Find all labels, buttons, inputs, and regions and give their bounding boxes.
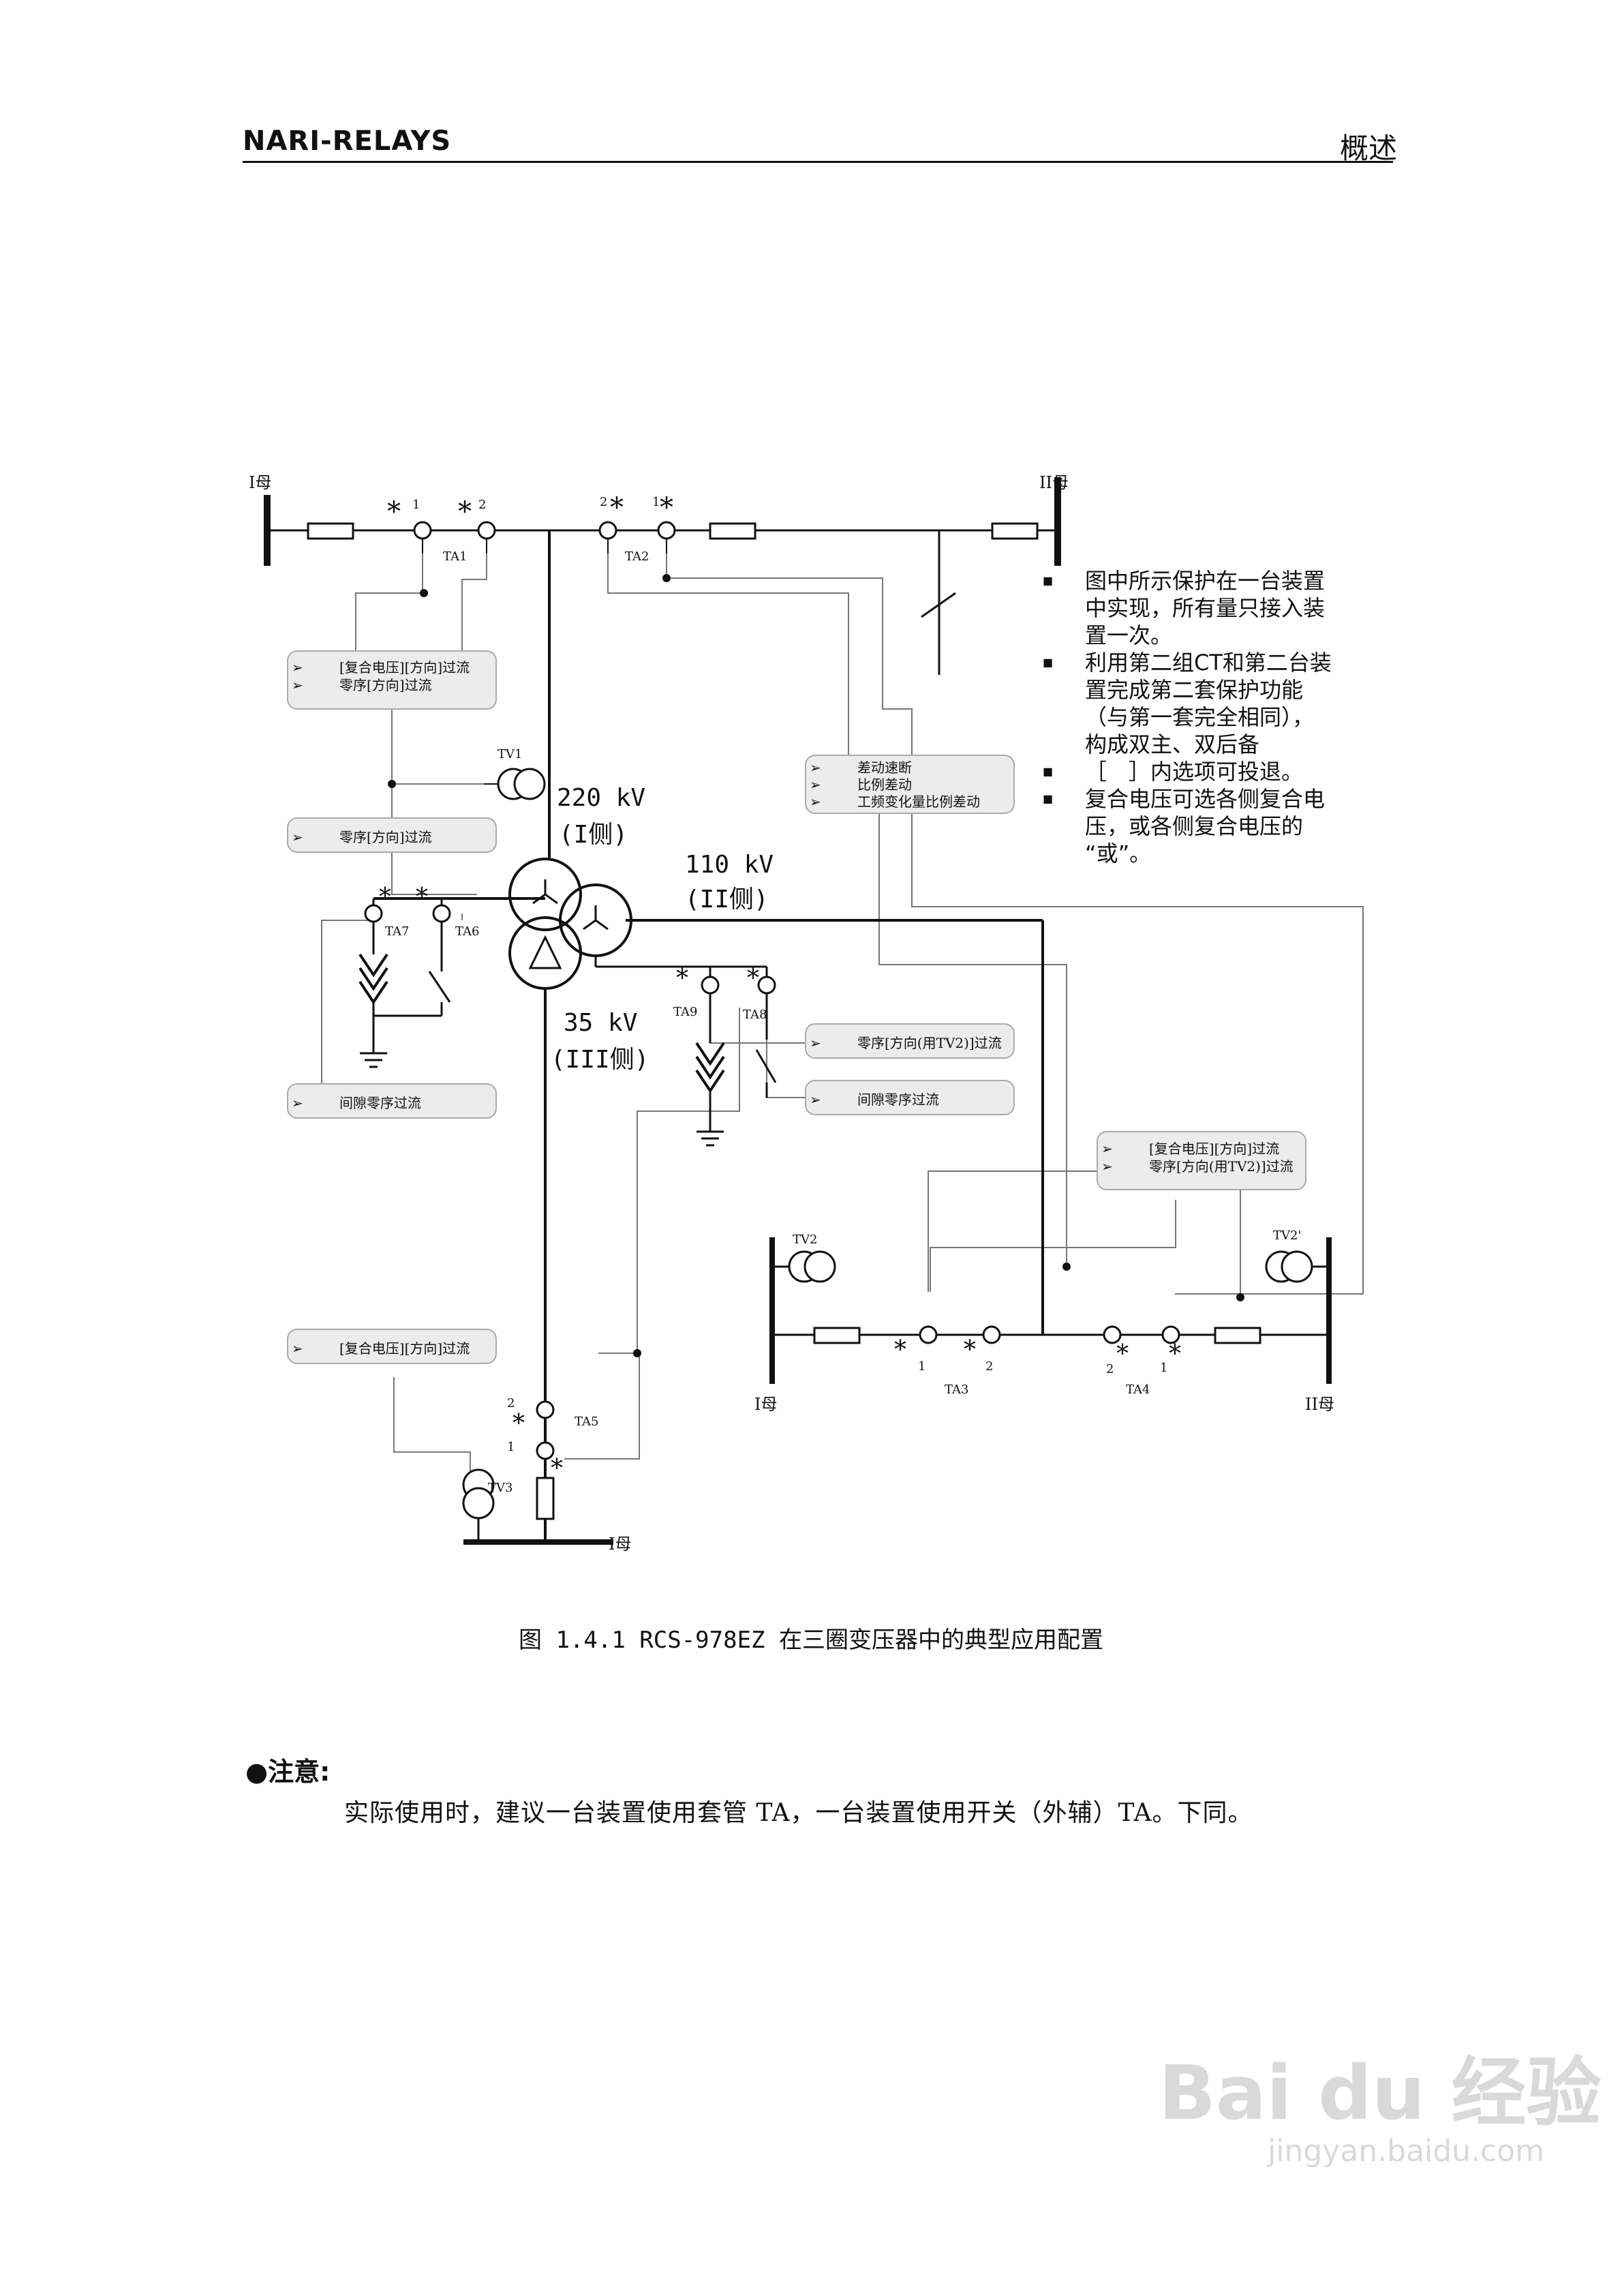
hv-breaker-2 bbox=[709, 522, 756, 540]
mv-feeder bbox=[594, 919, 1044, 1335]
polarity-two: 2 bbox=[478, 498, 487, 512]
label-ta3: TA3 bbox=[945, 1383, 969, 1397]
polarity-one: 1 bbox=[918, 1359, 926, 1374]
polarity-one: 1 bbox=[652, 495, 660, 509]
polarity-one: 1 bbox=[412, 498, 420, 512]
label-hv-side: (I侧) bbox=[559, 821, 628, 849]
label-lv-bus-I: I母 bbox=[609, 1535, 632, 1554]
label-ta6: TA6 bbox=[455, 924, 480, 939]
diagram-labels: I母 II母 * 1 * 2 2 * 1 * TA1 TA2 TV1 220 k… bbox=[249, 473, 1334, 1554]
hv-neutral bbox=[358, 897, 545, 1068]
polarity-star: * bbox=[964, 1336, 976, 1364]
polarity-star: * bbox=[894, 1336, 906, 1364]
box-mv-zero-seq: ➢零序[方向(用TV2)]过流 bbox=[810, 1035, 1002, 1051]
note-item: ■ 图中所示保护在一台装置 中实现，所有量只接入装 置一次。 bbox=[1043, 568, 1326, 648]
note-title: ●注意: bbox=[245, 1757, 331, 1787]
label-ta4: TA4 bbox=[1126, 1383, 1150, 1397]
header-section-title: 概述 bbox=[1339, 132, 1397, 165]
label-ta1: TA1 bbox=[443, 549, 468, 564]
note-item: ■ ［ ］内选项可投退。 bbox=[1043, 759, 1304, 785]
polarity-star: * bbox=[458, 496, 472, 528]
box-mv-gap: ➢间隙零序过流 bbox=[810, 1091, 939, 1108]
header-brand: NARI-RELAYS bbox=[243, 125, 452, 157]
label-hv-voltage: 220 kV bbox=[557, 784, 646, 812]
polarity-two: 2 bbox=[1106, 1362, 1114, 1376]
note-body: 实际使用时，建议一台装置使用套管 TA，一台装置使用开关（外辅）TA。下同。 bbox=[344, 1799, 1253, 1827]
lv-feeder bbox=[462, 988, 613, 1545]
label-hv-bus-II: II母 bbox=[1039, 473, 1069, 492]
polarity-star: * bbox=[512, 1410, 525, 1438]
label-ta7: TA7 bbox=[385, 924, 410, 939]
watermark-url: jingyan.baidu.com bbox=[1268, 2134, 1545, 2169]
label-ta2: TA2 bbox=[625, 549, 649, 564]
label-mv-bus-I: I母 bbox=[754, 1395, 778, 1414]
polarity-one: 1 bbox=[1160, 1361, 1168, 1375]
box-hv-zero-seq: ➢零序[方向]过流 bbox=[292, 829, 432, 845]
polarity-star: * bbox=[416, 883, 428, 911]
single-line-diagram bbox=[264, 477, 1364, 1545]
label-ta5: TA5 bbox=[575, 1415, 599, 1429]
tv1-symbol bbox=[484, 768, 546, 800]
watermark-logo: Bai du 经验 jingyan.baidu.com bbox=[1159, 2031, 1601, 2236]
mv-bus-system bbox=[769, 1237, 1332, 1384]
polarity-two: 2 bbox=[507, 1396, 515, 1410]
polarity-star: * bbox=[387, 496, 401, 528]
polarity-one: 1 bbox=[507, 1440, 515, 1454]
label-tv2-prime: TV2' bbox=[1273, 1228, 1302, 1243]
polarity-star: * bbox=[1169, 1340, 1181, 1368]
label-tv1: TV1 bbox=[498, 747, 523, 761]
three-winding-transformer bbox=[508, 858, 632, 990]
polarity-star: * bbox=[551, 1455, 563, 1483]
label-mv-voltage: 110 kV bbox=[685, 851, 774, 879]
label-lv-voltage: 35 kV bbox=[564, 1009, 638, 1037]
box-hv-overcurrent: ➢[复合电压][方向]过流 ➢零序[方向]过流 bbox=[292, 659, 470, 693]
polarity-star: * bbox=[379, 883, 391, 911]
hv-breaker-1 bbox=[307, 522, 354, 540]
hv-bus-system bbox=[264, 477, 1061, 866]
protection-boxes bbox=[287, 650, 1306, 1364]
box-mv-overcurrent: ➢[复合电压][方向]过流 ➢零序[方向(用TV2)]过流 bbox=[1101, 1141, 1294, 1175]
figure-caption: 图 1.4.1 RCS-978EZ 在三圈变压器中的典型应用配置 bbox=[519, 1627, 1103, 1654]
polarity-two: 2 bbox=[985, 1359, 994, 1374]
hv-breaker-3 bbox=[991, 522, 1039, 540]
polarity-star: * bbox=[676, 965, 688, 993]
label-tv3: TV3 bbox=[488, 1481, 513, 1495]
watermark-logo-text: Bai du 经验 bbox=[1159, 2049, 1602, 2136]
polarity-two: 2 bbox=[600, 495, 608, 509]
polarity-star: * bbox=[610, 492, 624, 524]
label-hv-bus-I: I母 bbox=[249, 473, 272, 492]
label-lv-side: (III侧) bbox=[551, 1046, 649, 1074]
label-tv2: TV2 bbox=[793, 1233, 818, 1247]
note-item: ■ 利用第二组CT和第二台装 置完成第二套保护功能 （与第一套完全相同）， 构成… bbox=[1043, 650, 1332, 757]
box-hv-gap: ➢间隙零序过流 bbox=[292, 1095, 421, 1111]
label-mv-side: (II侧) bbox=[685, 886, 769, 913]
label-ta9: TA9 bbox=[673, 1005, 698, 1019]
label-ta8: TA8 bbox=[743, 1008, 767, 1022]
note-item: ■ 复合电压可选各侧复合电 压，或各侧复合电压的 “或”。 bbox=[1043, 786, 1326, 866]
diagram-notes: ■ 图中所示保护在一台装置 中实现，所有量只接入装 置一次。 ■ 利用第二组CT… bbox=[1043, 567, 1332, 867]
polarity-star: * bbox=[660, 492, 673, 524]
box-lv-overcurrent: ➢[复合电压][方向]过流 bbox=[292, 1340, 470, 1357]
header-rule bbox=[243, 161, 1393, 163]
polarity-star: * bbox=[747, 965, 759, 993]
box-differential: ➢差动速断 ➢比例差动 ➢工频变化量比例差动 bbox=[810, 759, 980, 810]
polarity-star: * bbox=[1116, 1340, 1129, 1368]
label-mv-bus-II: II母 bbox=[1305, 1395, 1334, 1414]
page-number: 5 bbox=[1378, 2081, 1392, 2106]
